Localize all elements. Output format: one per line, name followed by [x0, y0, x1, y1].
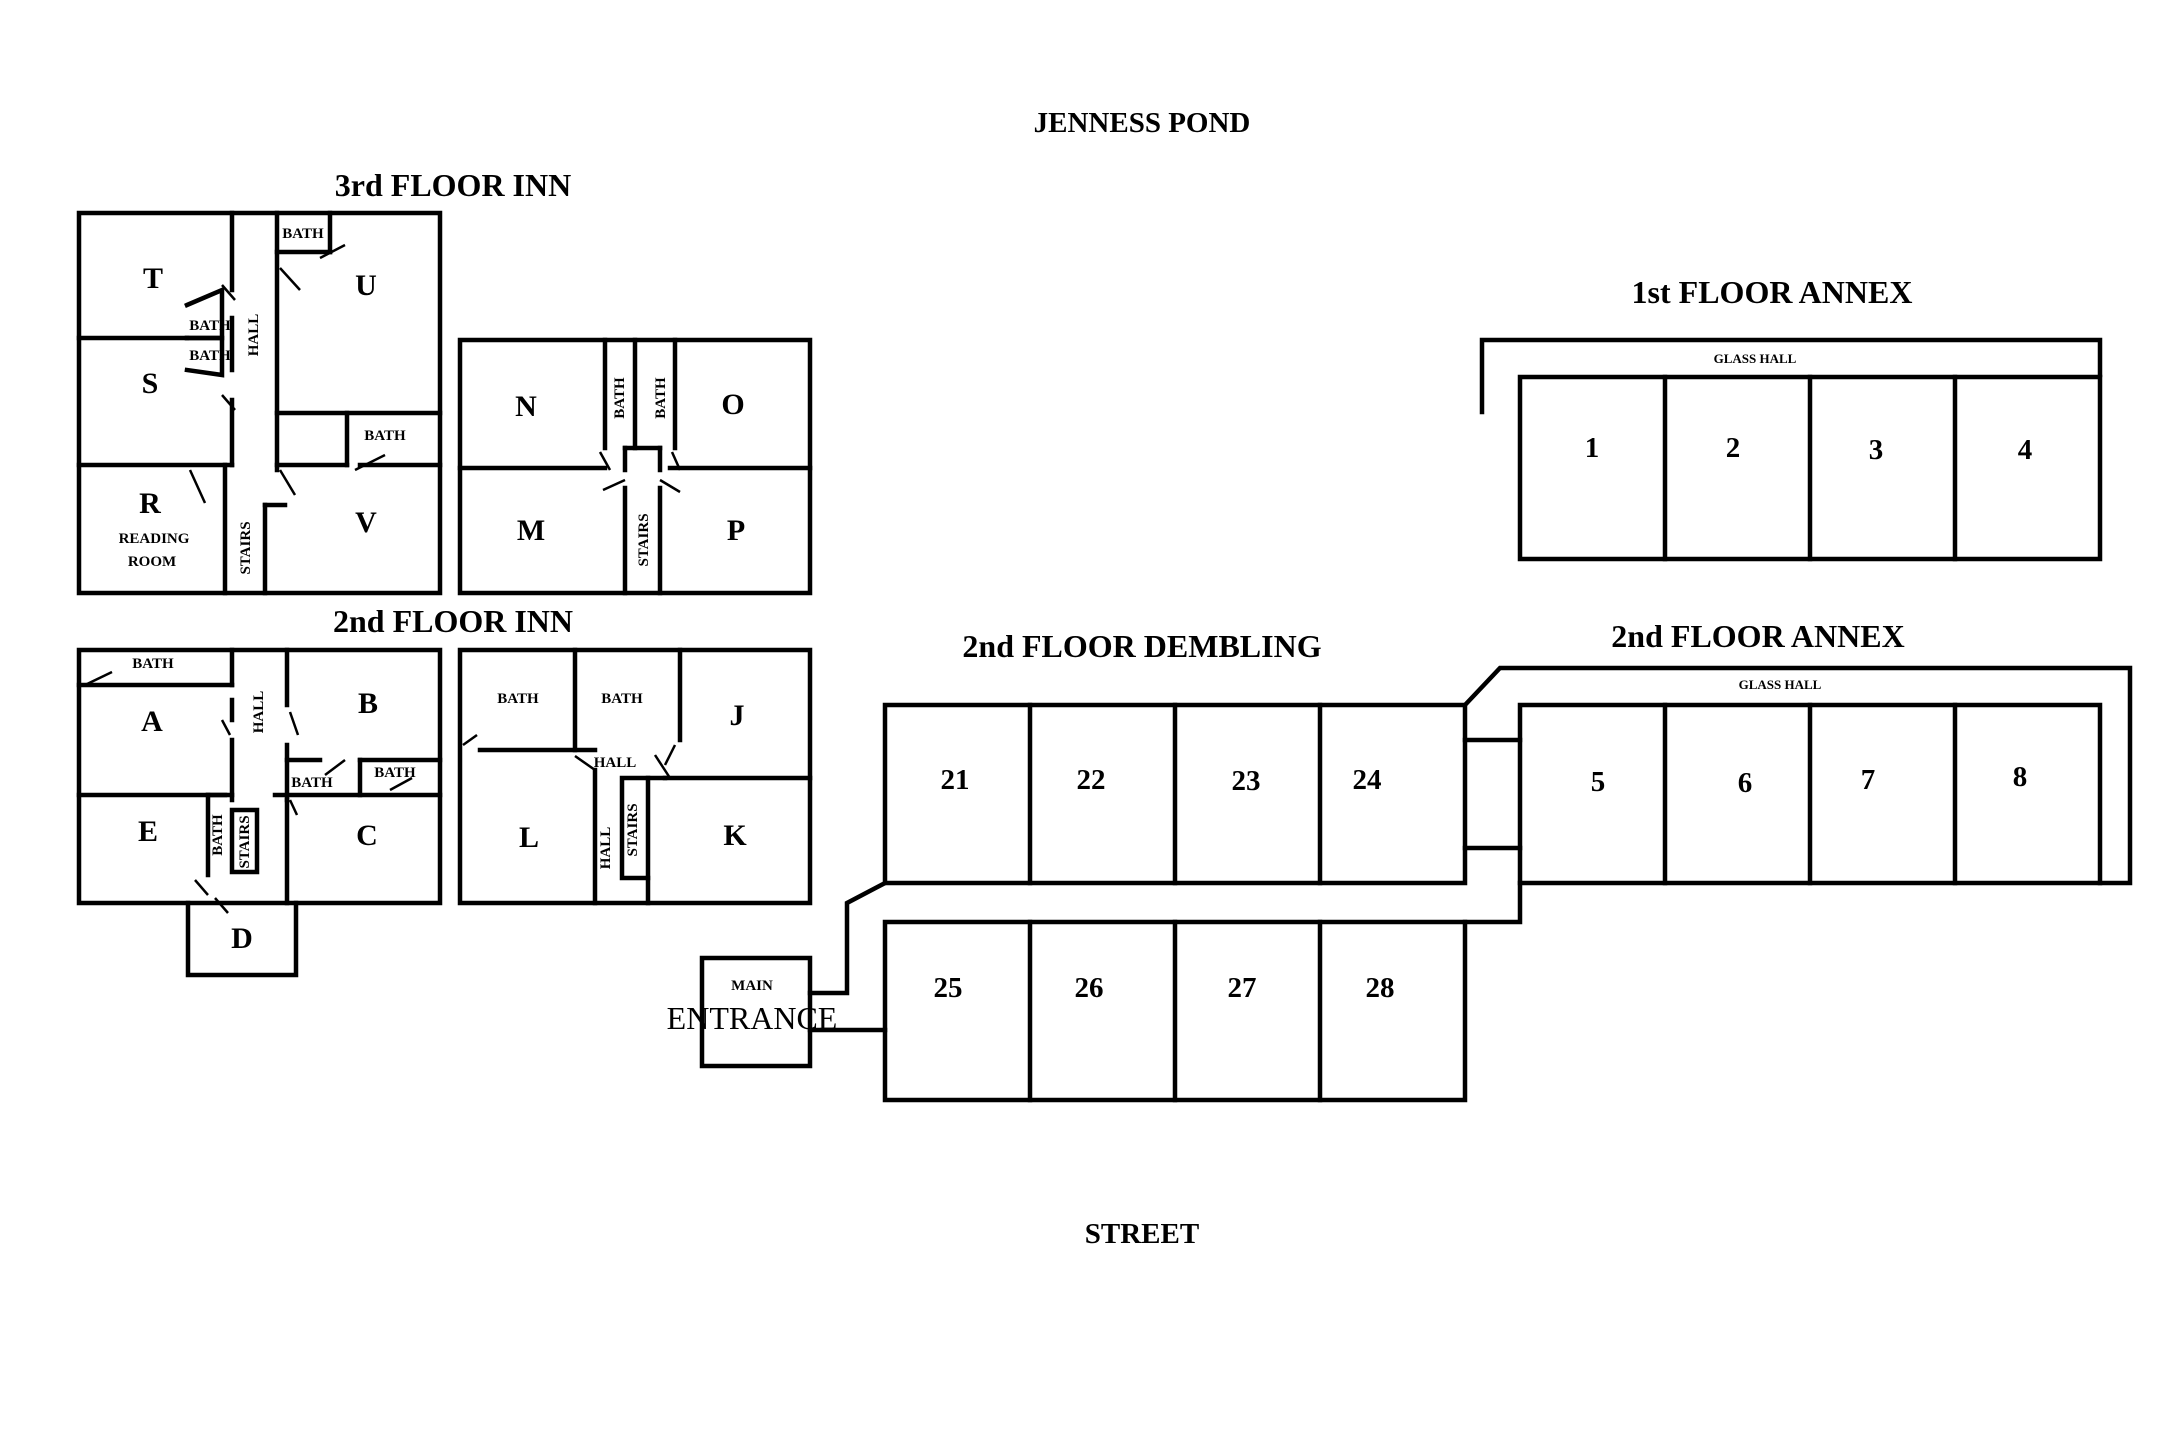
- room-2: 2: [1726, 432, 1741, 464]
- room-S: S: [142, 367, 159, 400]
- floor2-annex-title: 2nd FLOOR ANNEX: [1611, 618, 1904, 654]
- room-28: 28: [1366, 972, 1395, 1004]
- room-8: 8: [2013, 761, 2028, 793]
- bath-label: BATH: [210, 814, 226, 856]
- room-22: 22: [1077, 764, 1106, 796]
- bottom-heading: STREET: [1085, 1218, 1199, 1250]
- room-27: 27: [1228, 972, 1257, 1004]
- bath-label: BATH: [364, 428, 406, 444]
- main-label: MAIN: [731, 978, 773, 994]
- hall-label: HALL: [251, 691, 267, 734]
- room-23: 23: [1232, 765, 1261, 797]
- bath-label: BATH: [653, 377, 669, 419]
- room-K: K: [723, 819, 747, 852]
- floor2-inn-title: 2nd FLOOR INN: [333, 603, 573, 639]
- floor1-annex-title: 1st FLOOR ANNEX: [1632, 274, 1913, 310]
- hall-label: HALL: [246, 314, 262, 357]
- floor2-inn-east-wing: [457, 647, 813, 906]
- stairs-label: STAIRS: [636, 513, 652, 566]
- bath-label: BATH: [189, 318, 231, 334]
- room-T: T: [143, 262, 163, 295]
- room-D: D: [231, 922, 253, 955]
- room-V: V: [355, 506, 377, 539]
- room-24: 24: [1353, 764, 1382, 796]
- bath-label: BATH: [601, 691, 643, 707]
- room-1: 1: [1585, 432, 1600, 464]
- bath-label: BATH: [132, 656, 174, 672]
- stairs-label: STAIRS: [237, 815, 253, 868]
- stairs-label: STAIRS: [238, 521, 254, 574]
- room-21: 21: [941, 764, 970, 796]
- room-3: 3: [1869, 434, 1884, 466]
- room-B: B: [358, 687, 378, 720]
- room-M: M: [517, 514, 545, 547]
- bath-label: BATH: [282, 226, 324, 242]
- room-6: 6: [1738, 767, 1753, 799]
- floor2-dembling-title: 2nd FLOOR DEMBLING: [962, 628, 1321, 664]
- room-4: 4: [2018, 434, 2033, 466]
- reading-room-label: ROOM: [128, 554, 176, 570]
- room-5: 5: [1591, 766, 1606, 798]
- room-C: C: [356, 819, 378, 852]
- annex-second-floor: [1517, 702, 2103, 886]
- entrance-label: ENTRANCE: [667, 1000, 838, 1036]
- glass-hall-label: GLASS HALL: [1714, 351, 1797, 366]
- floor2-inn-west-wing: [76, 647, 443, 978]
- annex-first-floor: [1479, 337, 2103, 562]
- floor3-inn-east-wing: [457, 337, 813, 596]
- dembling-building: [882, 665, 2133, 1103]
- reading-room-label: READING: [119, 531, 190, 547]
- bath-label: BATH: [374, 765, 416, 781]
- main-entrance: [699, 879, 889, 1069]
- top-heading: JENNESS POND: [1034, 107, 1251, 139]
- room-O: O: [721, 388, 744, 421]
- floor3-inn-title: 3rd FLOOR INN: [335, 167, 571, 203]
- room-A: A: [141, 705, 163, 738]
- glass-hall-label: GLASS HALL: [1739, 677, 1822, 692]
- bath-label: BATH: [291, 775, 333, 791]
- room-J: J: [730, 699, 745, 732]
- bath-label: BATH: [497, 691, 539, 707]
- room-L: L: [519, 821, 539, 854]
- room-25: 25: [934, 972, 963, 1004]
- bath-label: BATH: [189, 348, 231, 364]
- hall-label: HALL: [594, 755, 637, 771]
- room-R: R: [139, 487, 161, 520]
- room-26: 26: [1075, 972, 1104, 1004]
- room-U: U: [355, 269, 377, 302]
- hall-label: HALL: [598, 827, 614, 870]
- room-N: N: [515, 390, 537, 423]
- room-7: 7: [1861, 764, 1876, 796]
- bath-label: BATH: [612, 377, 628, 419]
- floor3-inn-west-wing: [76, 210, 443, 596]
- room-P: P: [727, 514, 745, 547]
- stairs-label: STAIRS: [625, 803, 641, 856]
- room-E: E: [138, 815, 158, 848]
